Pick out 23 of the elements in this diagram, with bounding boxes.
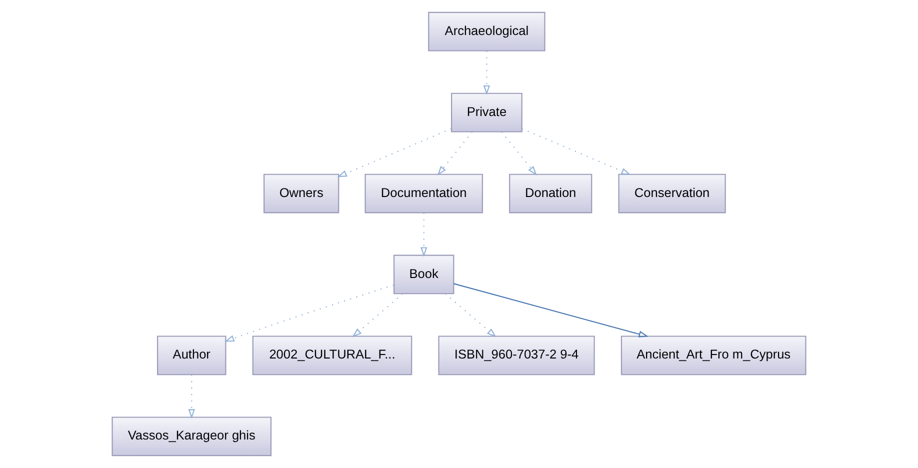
arrow — [437, 132, 473, 176]
arrow — [454, 283, 648, 338]
node-box: 2002_CULTURAL_F... — [252, 336, 412, 376]
arrow — [445, 293, 496, 338]
node-box: Author — [157, 336, 226, 376]
arrow — [420, 212, 428, 257]
node-box: Vassos_Karageor ghis — [112, 416, 272, 456]
arrow — [522, 128, 631, 175]
node-box: Archaeological — [428, 12, 546, 52]
node-box: Owners — [264, 174, 340, 214]
node-box: Conservation — [618, 174, 726, 214]
node-box: Ancient_Art_Fro m_Cyprus — [620, 336, 806, 376]
arrow — [501, 132, 537, 176]
node-box: Private — [451, 92, 522, 132]
arrow — [224, 284, 394, 342]
arrow — [352, 293, 403, 338]
arrow — [337, 128, 452, 178]
arrow — [188, 374, 195, 419]
node-box: Book — [393, 254, 454, 294]
node-box: ISBN_960-7037-2 9-4 — [438, 336, 595, 376]
arrow — [483, 50, 490, 95]
node-box: Documentation — [364, 174, 483, 214]
node-box: Donation — [509, 174, 592, 214]
